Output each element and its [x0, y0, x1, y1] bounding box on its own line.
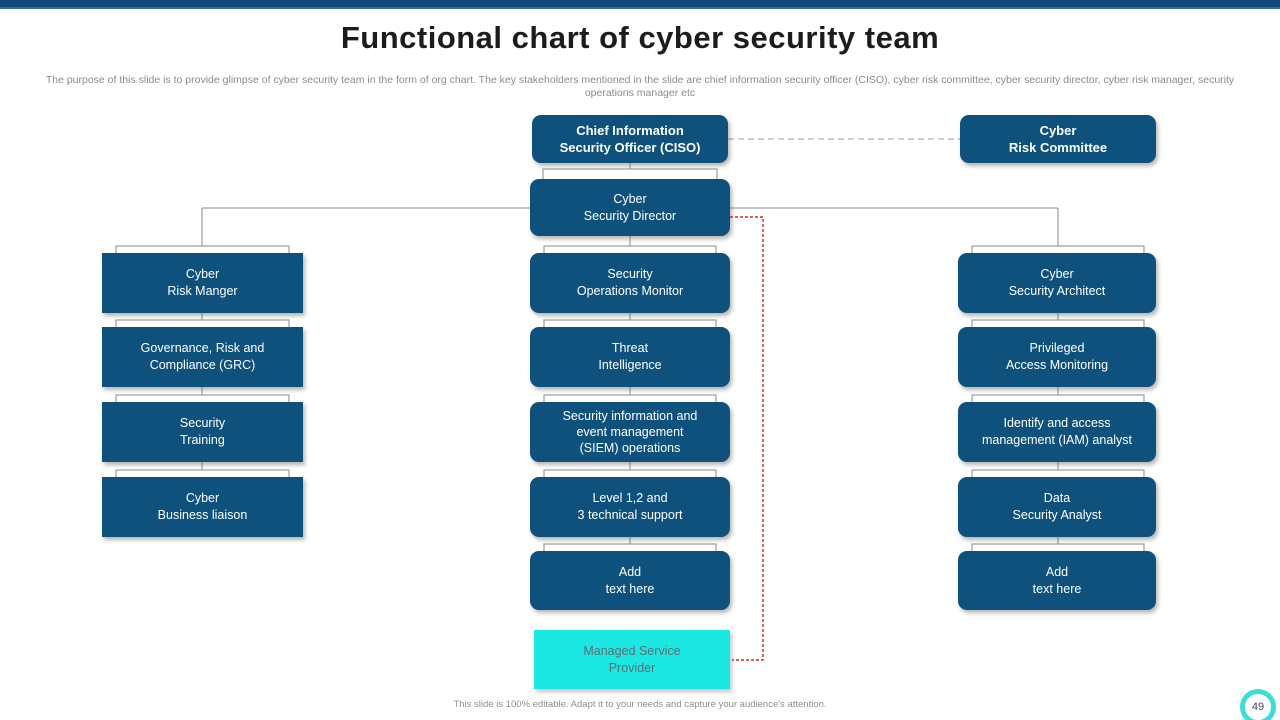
- org-node-security-operations-monitor: Security Operations Monitor: [530, 253, 730, 313]
- org-node-label: Governance, Risk and Compliance (GRC): [140, 341, 265, 372]
- page-title: Functional chart of cyber security team: [340, 20, 940, 55]
- org-node-label: Security Training: [179, 416, 226, 447]
- org-node-label: Privileged Access Monitoring: [1005, 341, 1109, 372]
- editable-note: This slide is 100% editable. Adapt it to…: [453, 699, 827, 710]
- org-node-label: Security Operations Monitor: [576, 267, 684, 298]
- org-node-label: Chief Information Security Officer (CISO…: [559, 123, 701, 155]
- org-node-label: Threat Intelligence: [598, 341, 662, 372]
- org-node-label: Data Security Analyst: [1012, 491, 1102, 522]
- org-node-cyber-risk-committee: Cyber Risk Committee: [960, 115, 1156, 163]
- org-node-label: Identify and access management (IAM) ana…: [981, 416, 1133, 447]
- slide-description: The purpose of this slide is to provide …: [45, 74, 1235, 99]
- org-node-label: Level 1,2 and 3 technical support: [577, 491, 683, 522]
- connector-msp-red-dashed: [730, 216, 764, 661]
- page-number-badge: 49: [1240, 689, 1276, 720]
- org-node-data-security-analyst: Data Security Analyst: [958, 477, 1156, 537]
- org-node-cyber-risk-manger: Cyber Risk Manger: [102, 253, 303, 313]
- org-node-add-text-middle: Add text here: [530, 551, 730, 610]
- org-node-grc: Governance, Risk and Compliance (GRC): [102, 327, 303, 387]
- org-node-siem-operations: Security information and event managemen…: [530, 402, 730, 462]
- org-node-managed-service-provider: Managed Service Provider: [534, 630, 730, 689]
- connector-director-bracket: [542, 163, 718, 179]
- org-node-cyber-business-liaison: Cyber Business liaison: [102, 477, 303, 537]
- org-node-label: Cyber Security Architect: [1008, 267, 1106, 298]
- org-node-add-text-right: Add text here: [958, 551, 1156, 610]
- connector-middle-column: [543, 236, 717, 552]
- page-number: 49: [1251, 701, 1265, 713]
- org-node-label: Add text here: [1032, 564, 1082, 596]
- org-node-security-training: Security Training: [102, 402, 303, 462]
- connector-left-column: [115, 208, 290, 478]
- org-node-ciso: Chief Information Security Officer (CISO…: [532, 115, 728, 163]
- org-node-technical-support: Level 1,2 and 3 technical support: [530, 477, 730, 537]
- org-node-label: Managed Service Provider: [583, 643, 681, 675]
- org-node-iam-analyst: Identify and access management (IAM) ana…: [958, 402, 1156, 462]
- connector-right-column: [971, 208, 1145, 552]
- org-node-cyber-security-director: Cyber Security Director: [530, 179, 730, 236]
- org-node-label: Cyber Business liaison: [157, 491, 248, 522]
- org-node-privileged-access-monitoring: Privileged Access Monitoring: [958, 327, 1156, 387]
- top-accent-bar: [0, 0, 1280, 9]
- org-node-label: Cyber Risk Manger: [167, 267, 238, 298]
- org-node-label: Cyber Risk Committee: [1008, 123, 1108, 155]
- org-node-label: Add text here: [605, 564, 655, 596]
- org-node-label: Security information and event managemen…: [562, 409, 698, 455]
- org-node-cyber-security-architect: Cyber Security Architect: [958, 253, 1156, 313]
- org-node-threat-intelligence: Threat Intelligence: [530, 327, 730, 387]
- org-node-label: Cyber Security Director: [583, 191, 677, 223]
